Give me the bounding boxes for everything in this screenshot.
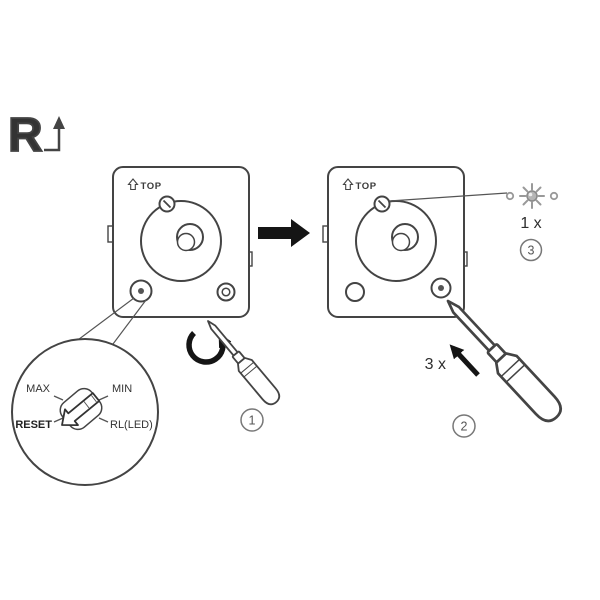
- reset-return-arrowhead-icon: [53, 116, 65, 129]
- top-arrow-icon: [342, 178, 354, 191]
- left-plate-screw-center: [221, 287, 231, 297]
- reset-symbol: R: [7, 108, 65, 163]
- right-plate-top-label: TOP: [356, 181, 377, 192]
- left-plate-knob-shaft: [176, 232, 196, 252]
- top-arrow-icon: [127, 178, 139, 191]
- dial-rl-led-label: RL(LED): [110, 419, 153, 431]
- step-1-badge: 1: [240, 408, 264, 432]
- dial-pointer-arrow-icon: [61, 392, 101, 427]
- reset-return-arrow-icon: [44, 127, 61, 152]
- right-plate: TOP: [322, 166, 468, 318]
- dial-pointer-hatch: [83, 395, 97, 409]
- step-3-number: 3: [528, 244, 535, 258]
- dial-reset-label: RESET: [15, 419, 52, 431]
- step-2-number: 2: [461, 420, 468, 434]
- left-plate-pot-slot: [162, 199, 172, 209]
- right-plate-pot-slot: [377, 199, 387, 209]
- right-plate-knob-shaft: [391, 232, 411, 252]
- dial-max-label: MAX: [26, 383, 51, 395]
- left-plate-reset-pin: [138, 288, 144, 294]
- step-1-number: 1: [249, 414, 256, 428]
- right-plate-screw-center: [438, 285, 444, 291]
- step-2-badge: 2: [452, 414, 476, 438]
- left-plate-top-label: TOP: [141, 181, 162, 192]
- screwdriver-2: [437, 290, 568, 428]
- led-leader-line: [389, 192, 508, 202]
- led-blink-icon: [505, 183, 559, 209]
- press-count-label: 3 x: [425, 356, 446, 373]
- left-plate: TOP: [107, 166, 253, 318]
- detail-magnifier: MAX MIN RESET RL(LED): [11, 338, 159, 486]
- press-arrow-icon: [449, 344, 480, 377]
- dial-ticks: [53, 395, 109, 423]
- blink-count-label: 1 x: [520, 215, 541, 232]
- rotate-arrow-icon: [186, 331, 232, 365]
- reset-letter: R: [8, 109, 43, 162]
- dial-min-label: MIN: [112, 383, 132, 395]
- next-step-arrow-icon: [258, 219, 310, 247]
- right-plate-hole: [345, 282, 365, 302]
- step-3-badge: 3: [519, 238, 543, 262]
